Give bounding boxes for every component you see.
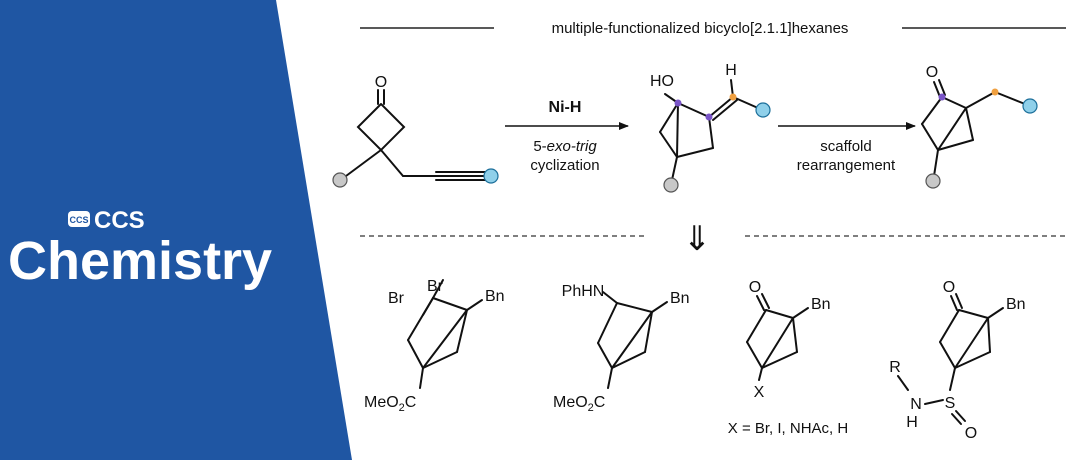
hydroxyl-label: HO	[650, 73, 674, 90]
brand-panel	[0, 0, 352, 460]
reagent-label: Ni-H	[549, 99, 582, 116]
brand-large-text: Chemistry	[8, 231, 272, 291]
d3-x: X	[754, 384, 765, 401]
d2-amine: PhHN	[562, 283, 605, 300]
d1-ester: MeO2C	[364, 394, 416, 414]
derivative-1	[407, 279, 483, 389]
blue-substituent-dot	[1022, 98, 1038, 114]
d4-o: O	[943, 279, 955, 296]
step2-conditions-line2: rearrangement	[797, 157, 896, 174]
step1-conditions-line2: cyclization	[530, 157, 599, 174]
badge-text: CCS	[69, 215, 88, 225]
d1-br-a: Br	[388, 290, 405, 307]
ccs-badge-icon: CCS	[68, 211, 90, 227]
d4-bn: Bn	[1006, 296, 1026, 313]
scheme-heading: multiple-functionalized bicyclo[2.1.1]he…	[552, 20, 849, 37]
d3-legend: X = Br, I, NHAc, H	[728, 420, 848, 437]
grey-substituent-dot	[332, 172, 348, 188]
d4-s: S	[945, 395, 956, 412]
product	[921, 79, 1026, 177]
d1-bn: Bn	[485, 288, 505, 305]
blue-substituent-dot	[755, 102, 771, 118]
step1-conditions-line1: 5-exo-trig	[533, 138, 597, 155]
alkene-h-label: H	[725, 62, 737, 79]
grey-substituent-dot	[663, 177, 679, 193]
purple-atom-marker-1	[674, 99, 682, 107]
grey-substituent-dot	[925, 173, 941, 189]
d2-ester: MeO2C	[553, 394, 605, 414]
d1-br-b: Br	[427, 278, 444, 295]
purple-atom-marker-2	[705, 113, 713, 121]
starting-material	[345, 89, 487, 181]
derivative-3	[746, 293, 809, 381]
carbonyl-o-label: O	[375, 74, 387, 91]
d3-bn: Bn	[811, 296, 831, 313]
d3-o: O	[749, 279, 761, 296]
derivative-4	[897, 293, 1004, 425]
down-double-arrow-icon: ⇓	[683, 220, 712, 258]
d4-n: N	[910, 396, 922, 413]
purple-atom-marker-3	[938, 93, 946, 101]
step2-conditions-line1: scaffold	[820, 138, 871, 155]
blue-substituent-dot	[483, 168, 499, 184]
product-o-label: O	[926, 64, 938, 81]
orange-atom-marker-2	[991, 88, 999, 96]
d2-bn: Bn	[670, 290, 690, 307]
orange-atom-marker	[729, 93, 737, 101]
derivative-2	[597, 291, 668, 389]
intermediate	[659, 79, 759, 181]
d4-h: H	[906, 414, 918, 431]
brand-small-text: CCS	[94, 207, 145, 234]
d4-so: O	[965, 425, 977, 442]
d4-r: R	[889, 359, 901, 376]
